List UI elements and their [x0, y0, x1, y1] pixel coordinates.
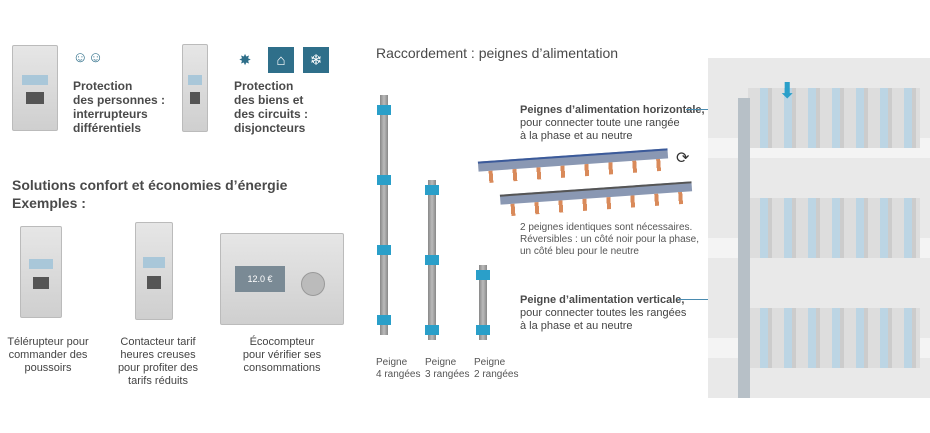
text-line: 2 peignes identiques sont nécessaires.	[520, 222, 693, 233]
horizontal-comb-black-image	[499, 181, 693, 217]
freezer-icon: ❄	[303, 47, 329, 73]
text-line: Protection	[73, 79, 133, 93]
text-line: pour connecter toutes les rangées	[520, 307, 687, 319]
text-line: Protection	[234, 79, 294, 93]
text-line: des biens et	[234, 93, 304, 107]
text-line: différentiels	[73, 121, 142, 135]
ecometer-screen: 12.0 €	[235, 266, 285, 292]
text-line: pour connecter toute une rangée	[520, 117, 680, 129]
raccordement-title: Raccordement : peignes d’alimentation	[376, 45, 619, 61]
caption-remote-switch: Télérupteur pour commander des poussoirs	[0, 336, 96, 375]
text-line: poussoirs	[24, 362, 72, 374]
text-line: commander des	[8, 349, 88, 361]
text-line: Télérupteur pour	[7, 336, 89, 348]
text-line: à la phase et au neutre	[520, 320, 633, 332]
text-line: 2 rangées	[474, 369, 519, 380]
circuit-breaker-image	[182, 44, 208, 132]
caption-ecometer: Écocompteur pour vérifier ses consommati…	[232, 336, 332, 375]
text-line: Peigne	[474, 357, 506, 368]
text-line: Écocompteur	[249, 336, 315, 348]
text-line: à la phase et au neutre	[520, 130, 633, 142]
comfort-heading: Solutions confort et économies d’énergie…	[12, 176, 287, 212]
comb-2-rows-image	[476, 265, 490, 340]
horizontal-comb-blue-image	[477, 148, 669, 184]
comb-3-rows-image	[425, 180, 439, 340]
vertical-title: Peigne d’alimentation verticale,	[520, 294, 685, 306]
vertical-comb-description: Peigne d’alimentation verticale, pour co…	[520, 293, 686, 333]
kitchen-icon: ⌂	[268, 47, 294, 73]
lightbulb-icon: ✸	[238, 52, 252, 69]
comfort-title: Solutions confort et économies d’énergie	[12, 177, 288, 193]
text-line: des circuits :	[234, 107, 309, 121]
text-line: Peigne	[376, 357, 408, 368]
caption-contactor: Contacteur tarif heures creuses pour pro…	[108, 336, 208, 388]
family-icon: ☺☺	[72, 49, 104, 66]
ecometer-dial	[301, 272, 325, 296]
text-line: 3 rangées	[425, 369, 470, 380]
text-line: pour profiter des	[117, 362, 199, 374]
comb-4-rows-image	[377, 95, 391, 335]
text-line: pour vérifier ses	[242, 349, 322, 361]
comfort-subtitle: Exemples :	[12, 195, 86, 211]
text-line: heures creuses	[120, 349, 196, 361]
electrical-panel-image: ⬇	[708, 58, 930, 398]
protection-goods-text: Protection des biens et des circuits : d…	[234, 79, 308, 135]
text-line: Réversibles : un côté noir pour la phase…	[520, 234, 699, 245]
remote-switch-image	[20, 226, 62, 318]
text-line: Contacteur tarif	[120, 336, 196, 348]
protection-persons-text: Protection des personnes : interrupteurs…	[73, 79, 165, 135]
text-line: disjoncteurs	[234, 121, 306, 135]
text-line: Peigne	[425, 357, 457, 368]
vertical-comb-installed	[738, 98, 750, 398]
horizontal-title: Peignes d’alimentation horizontale,	[520, 104, 705, 116]
horizontal-comb-description: Peignes d’alimentation horizontale, pour…	[520, 103, 705, 143]
text-line: tarifs réduits	[128, 375, 188, 387]
ecometer-image: 12.0 €	[220, 233, 344, 325]
comb-note: 2 peignes identiques sont nécessaires. R…	[520, 222, 699, 258]
contactor-image	[135, 222, 173, 320]
differential-switch-image	[12, 45, 58, 131]
down-arrow-icon: ⬇	[778, 78, 797, 103]
text-line: des personnes :	[73, 93, 166, 107]
reverse-arrow-icon: ⟳	[676, 150, 690, 167]
text-line: interrupteurs	[73, 107, 148, 121]
text-line: consommations	[243, 362, 321, 374]
text-line: un côté bleu pour le neutre	[520, 246, 639, 257]
text-line: 4 rangées	[376, 369, 421, 380]
